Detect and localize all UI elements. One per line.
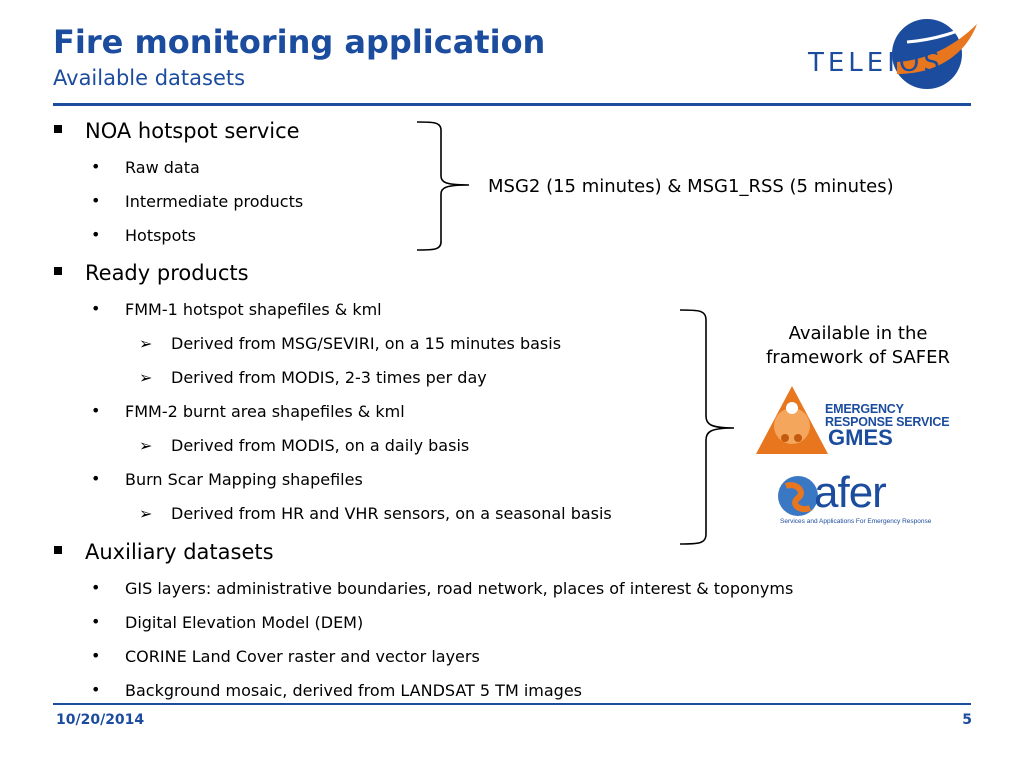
sub-list-item: ➢ Derived from HR and VHR sensors, on a … bbox=[139, 503, 612, 525]
list-item: • Burn Scar Mapping shapefiles bbox=[91, 469, 363, 491]
footer-divider bbox=[53, 703, 971, 705]
gmes-line1: EMERGENCY bbox=[825, 402, 904, 416]
safer-tagline: Services and Applications For Emergency … bbox=[780, 518, 932, 525]
arrow-bullet-icon: ➢ bbox=[139, 436, 153, 455]
bullet-icon: • bbox=[91, 578, 101, 597]
curly-brace-icon bbox=[416, 121, 470, 251]
list-item-label: Raw data bbox=[125, 158, 200, 177]
sub-list-item-label: Derived from MODIS, on a daily basis bbox=[171, 436, 470, 455]
globe-icon bbox=[778, 476, 818, 516]
list-item: • CORINE Land Cover raster and vector la… bbox=[91, 646, 480, 668]
list-item-label: FMM-1 hotspot shapefiles & kml bbox=[125, 300, 382, 319]
sub-list-item-label: Derived from MSG/SEVIRI, on a 15 minutes… bbox=[171, 334, 562, 353]
section-noa-hotspot-service: NOA hotspot service bbox=[54, 118, 300, 144]
msg-annotation: MSG2 (15 minutes) & MSG1_RSS (5 minutes) bbox=[488, 176, 894, 197]
safer-annotation-line2: framework of SAFER bbox=[765, 347, 951, 368]
list-item: • FMM-1 hotspot shapefiles & kml bbox=[91, 299, 382, 321]
list-item: • Digital Elevation Model (DEM) bbox=[91, 612, 364, 634]
bullet-icon: • bbox=[91, 299, 101, 318]
section-label: Ready products bbox=[85, 261, 249, 285]
gmes-emblem-icon bbox=[756, 386, 828, 454]
list-item-label: Intermediate products bbox=[125, 192, 304, 211]
bullet-icon: • bbox=[91, 401, 101, 420]
sub-list-item: ➢ Derived from MSG/SEVIRI, on a 15 minut… bbox=[139, 333, 562, 355]
sub-list-item-label: Derived from MODIS, 2-3 times per day bbox=[171, 368, 487, 387]
list-item-label: GIS layers: administrative boundaries, r… bbox=[125, 579, 794, 598]
square-bullet-icon bbox=[54, 546, 62, 554]
safer-annotation-line1: Available in the bbox=[788, 323, 928, 344]
gmes-logo: EMERGENCY RESPONSE SERVICE GMES bbox=[752, 380, 952, 460]
list-item-label: FMM-2 burnt area shapefiles & kml bbox=[125, 402, 405, 421]
footer-date: 10/20/2014 bbox=[56, 712, 145, 728]
curly-brace-icon bbox=[679, 309, 735, 545]
list-item-label: Digital Elevation Model (DEM) bbox=[125, 613, 364, 632]
sub-list-item: ➢ Derived from MODIS, 2-3 times per day bbox=[139, 367, 487, 389]
list-item: • Background mosaic, derived from LANDSA… bbox=[91, 680, 582, 702]
safer-wordmark: afer bbox=[814, 468, 887, 517]
list-item-label: Burn Scar Mapping shapefiles bbox=[125, 470, 363, 489]
teleios-logo: TELEIOS bbox=[805, 16, 985, 98]
gmes-line2: RESPONSE SERVICE bbox=[825, 415, 950, 429]
list-item-label: Hotspots bbox=[125, 226, 196, 245]
teleios-logo-graphic bbox=[892, 18, 982, 89]
list-item: • Hotspots bbox=[91, 225, 196, 247]
arrow-bullet-icon: ➢ bbox=[139, 334, 153, 353]
list-item: • FMM-2 burnt area shapefiles & kml bbox=[91, 401, 405, 423]
list-item-label: Background mosaic, derived from LANDSAT … bbox=[125, 681, 582, 700]
square-bullet-icon bbox=[54, 125, 62, 133]
bullet-icon: • bbox=[91, 469, 101, 488]
slide-title: Fire monitoring application bbox=[53, 23, 546, 61]
gmes-wordmark: GMES bbox=[828, 425, 893, 450]
sub-list-item: ➢ Derived from MODIS, on a daily basis bbox=[139, 435, 470, 457]
arrow-bullet-icon: ➢ bbox=[139, 368, 153, 387]
section-label: NOA hotspot service bbox=[85, 119, 300, 143]
page-number: 5 bbox=[962, 712, 972, 728]
slide-subtitle: Available datasets bbox=[53, 66, 246, 90]
bullet-icon: • bbox=[91, 646, 101, 665]
safer-annotation: Available in the framework of SAFER bbox=[745, 322, 971, 370]
section-label: Auxiliary datasets bbox=[85, 540, 274, 564]
arrow-bullet-icon: ➢ bbox=[139, 504, 153, 523]
bullet-icon: • bbox=[91, 225, 101, 244]
section-ready-products: Ready products bbox=[54, 260, 249, 286]
bullet-icon: • bbox=[91, 191, 101, 210]
square-bullet-icon bbox=[54, 267, 62, 275]
bullet-icon: • bbox=[91, 680, 101, 699]
list-item-label: CORINE Land Cover raster and vector laye… bbox=[125, 647, 480, 666]
list-item: • Intermediate products bbox=[91, 191, 304, 213]
safer-logo: afer Services and Applications For Emerg… bbox=[776, 470, 936, 530]
section-auxiliary-datasets: Auxiliary datasets bbox=[54, 539, 274, 565]
list-item: • Raw data bbox=[91, 157, 200, 179]
header-divider bbox=[53, 103, 971, 106]
teleios-wordmark: TELEIOS bbox=[808, 48, 944, 78]
bullet-icon: • bbox=[91, 157, 101, 176]
sub-list-item-label: Derived from HR and VHR sensors, on a se… bbox=[171, 504, 612, 523]
list-item: • GIS layers: administrative boundaries,… bbox=[91, 578, 794, 600]
bullet-icon: • bbox=[91, 612, 101, 631]
